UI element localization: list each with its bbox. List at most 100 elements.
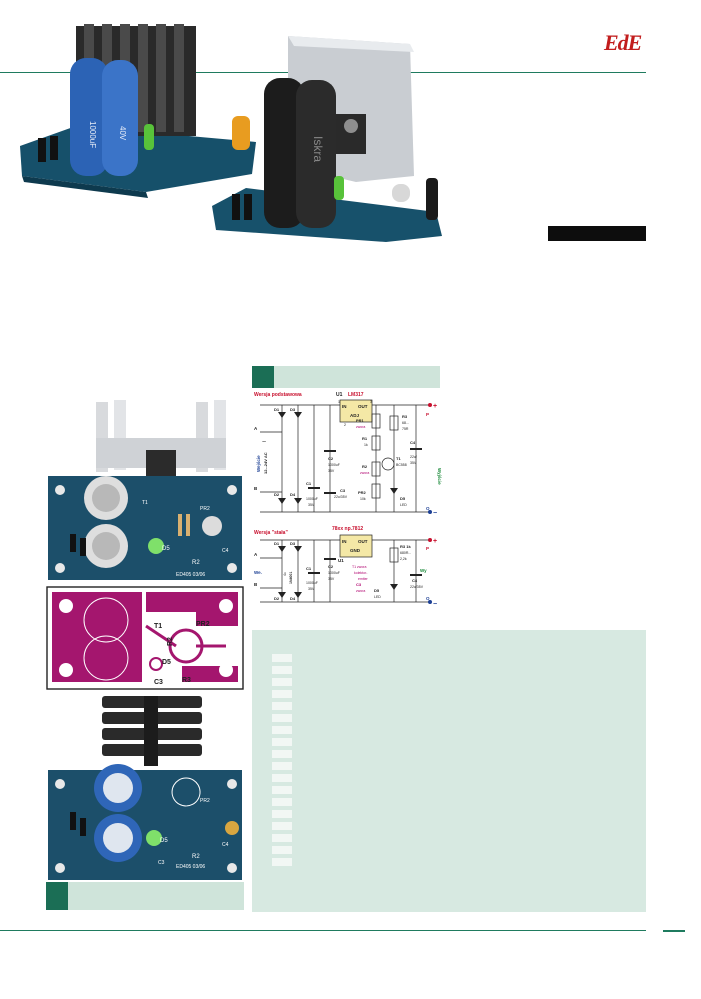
pcb-copper-left — [52, 592, 142, 682]
schematic-fixed-c4: C4 — [412, 578, 418, 583]
schematic-fixed-d4: D4 — [290, 596, 296, 601]
schematic-basic-r3-val: 68... — [402, 421, 409, 425]
schematic-basic-plus: + — [433, 403, 437, 410]
schematic-basic-pr1: PR1 — [356, 418, 365, 423]
diode-right-2 — [244, 194, 252, 220]
list-marker — [272, 834, 292, 842]
page-tick — [663, 930, 685, 932]
board-photo-a: D5 R2 ED405 03/06 C4 PR2 T1 — [48, 400, 242, 580]
cap-text-1: 1000uF — [88, 121, 97, 148]
capacitor-black-1 — [264, 78, 304, 228]
schematic-basic-in: IN — [342, 404, 347, 409]
schematic-basic-c1: C1 — [306, 481, 312, 486]
schematic-fixed-d3: D3 — [290, 541, 296, 546]
board-photo-b: D5 R2 ED405 03/06 C4 C3 PR2 — [48, 696, 242, 880]
schematic-basic-c4-val: 22u/ — [410, 455, 417, 459]
schematic-basic-d1: D1 — [274, 407, 280, 412]
schematic-diagram: Wersja podstawowa U1 LM317 IN OUT ADJ 1 … — [254, 392, 442, 608]
schematic-fixed-d1: D1 — [274, 541, 280, 546]
schematic-basic-title: Wersja podstawowa — [254, 392, 302, 398]
parts-list-panel — [252, 630, 646, 912]
silk-b-r2: R2 — [192, 854, 200, 860]
schematic-fixed-t1-note: T1 zwora — [352, 565, 366, 569]
header-black-bar — [548, 226, 646, 241]
silk-b-c4: C4 — [222, 842, 229, 848]
schematic-basic-pr1-note: zwora — [356, 425, 365, 429]
schematic-basic-pin3: 3 — [370, 400, 372, 404]
list-marker — [272, 678, 292, 686]
silk-a-c4: C4 — [222, 548, 229, 554]
schematic-basic-c4: C4 — [410, 440, 416, 445]
schematic-fixed-c2-volt: 35V — [328, 577, 335, 581]
magazine-logo: EdE — [604, 30, 642, 55]
regulator-a — [146, 450, 176, 480]
schematic-fixed-c4-val: 22u/35V — [410, 585, 424, 589]
schematic-section-head — [252, 366, 440, 388]
schematic-fixed-plus: + — [433, 538, 437, 545]
schematic-basic-d4: D4 — [290, 492, 296, 497]
schematic-fixed-output-label: Wy — [420, 568, 427, 573]
silk-b-c3: C3 — [158, 860, 165, 866]
schematic-basic-c1-val: 1000uF — [306, 497, 318, 501]
schematic-basic-p: P — [426, 412, 429, 417]
schematic-fixed-u1: U1 — [338, 558, 344, 563]
schematic-basic-b: B — [254, 486, 258, 491]
schematic-basic-out: OUT — [358, 404, 368, 409]
pcb-pr2: PR2 — [196, 621, 210, 628]
ic-78xx — [339, 534, 373, 558]
trimmer-right — [392, 184, 410, 202]
silk-b-pr2: PR2 — [200, 798, 210, 804]
schematic-basic-r3: R3 — [402, 414, 408, 419]
schematic-basic-pin2: 2 — [344, 423, 346, 427]
schematic-fixed-p: P — [426, 546, 429, 551]
capacitor-small-right — [426, 178, 438, 220]
section-marker — [252, 366, 274, 388]
capacitor-blue-2 — [102, 60, 138, 176]
list-marker — [272, 666, 292, 674]
schematic-basic-a: A — [254, 426, 258, 431]
schematic-basic-input-label: Wejście — [256, 455, 261, 472]
list-marker — [272, 726, 292, 734]
schematic-fixed-title: Wersja "stała" — [254, 530, 288, 536]
schematic-fixed-c3-note: zwora — [356, 589, 365, 593]
schematic-basic-t1-part: BC558 — [396, 463, 407, 467]
pcb-d5: D5 — [162, 659, 171, 666]
schematic-fixed-c1: C1 — [306, 566, 312, 571]
footer-rule — [0, 930, 646, 931]
schematic-fixed-b: B — [254, 582, 258, 587]
capacitor-tantalum — [232, 116, 250, 150]
schematic-fixed-in: IN — [342, 539, 347, 544]
schematic-fixed-t1-note3: emiter — [358, 577, 369, 581]
schematic-fixed-c1-val: 1000uF — [306, 581, 318, 585]
led-a — [148, 538, 164, 554]
schematic-basic-pr2-val: 10k — [360, 497, 366, 501]
list-marker — [272, 774, 292, 782]
schematic-fixed-diode-count: 4x — [283, 572, 287, 576]
list-marker — [272, 738, 292, 746]
silk-a-t1: T1 — [142, 500, 148, 506]
schematic-fixed-c3: C3 — [356, 582, 362, 587]
schematic-fixed-r3: R3 1k — [400, 544, 411, 549]
ic-lm317 — [339, 399, 373, 423]
schematic-basic-minus: − — [433, 510, 437, 517]
schematic-basic-pr2: PR2 — [358, 490, 367, 495]
list-marker — [272, 762, 292, 770]
cap-text-2: 40V — [118, 126, 127, 141]
diode-left-2 — [50, 136, 58, 160]
silk-b-code: ED405 03/06 — [176, 864, 205, 870]
list-marker — [272, 750, 292, 758]
trimmer-a — [202, 516, 222, 536]
pcb-t1: T1 — [154, 623, 162, 630]
silk-a-d5: D5 — [162, 546, 170, 552]
schematic-fixed-d2: D2 — [274, 596, 280, 601]
capacitor-black-2 — [296, 80, 336, 228]
schematic-fixed-out: OUT — [358, 539, 368, 544]
schematic-fixed-d5-val: LED — [374, 595, 381, 599]
schematic-fixed-minus: − — [433, 601, 437, 608]
schematic-fixed-gnd: GND — [350, 548, 361, 553]
schematic-fixed-input-label: We. — [254, 570, 262, 575]
silk-a-pr2: PR2 — [200, 506, 210, 512]
schematic-fixed-c2: C2 — [328, 564, 334, 569]
schematic-fixed-o: O — [426, 596, 430, 601]
schematic-fixed-t1-note2: kolektor- — [354, 571, 368, 575]
